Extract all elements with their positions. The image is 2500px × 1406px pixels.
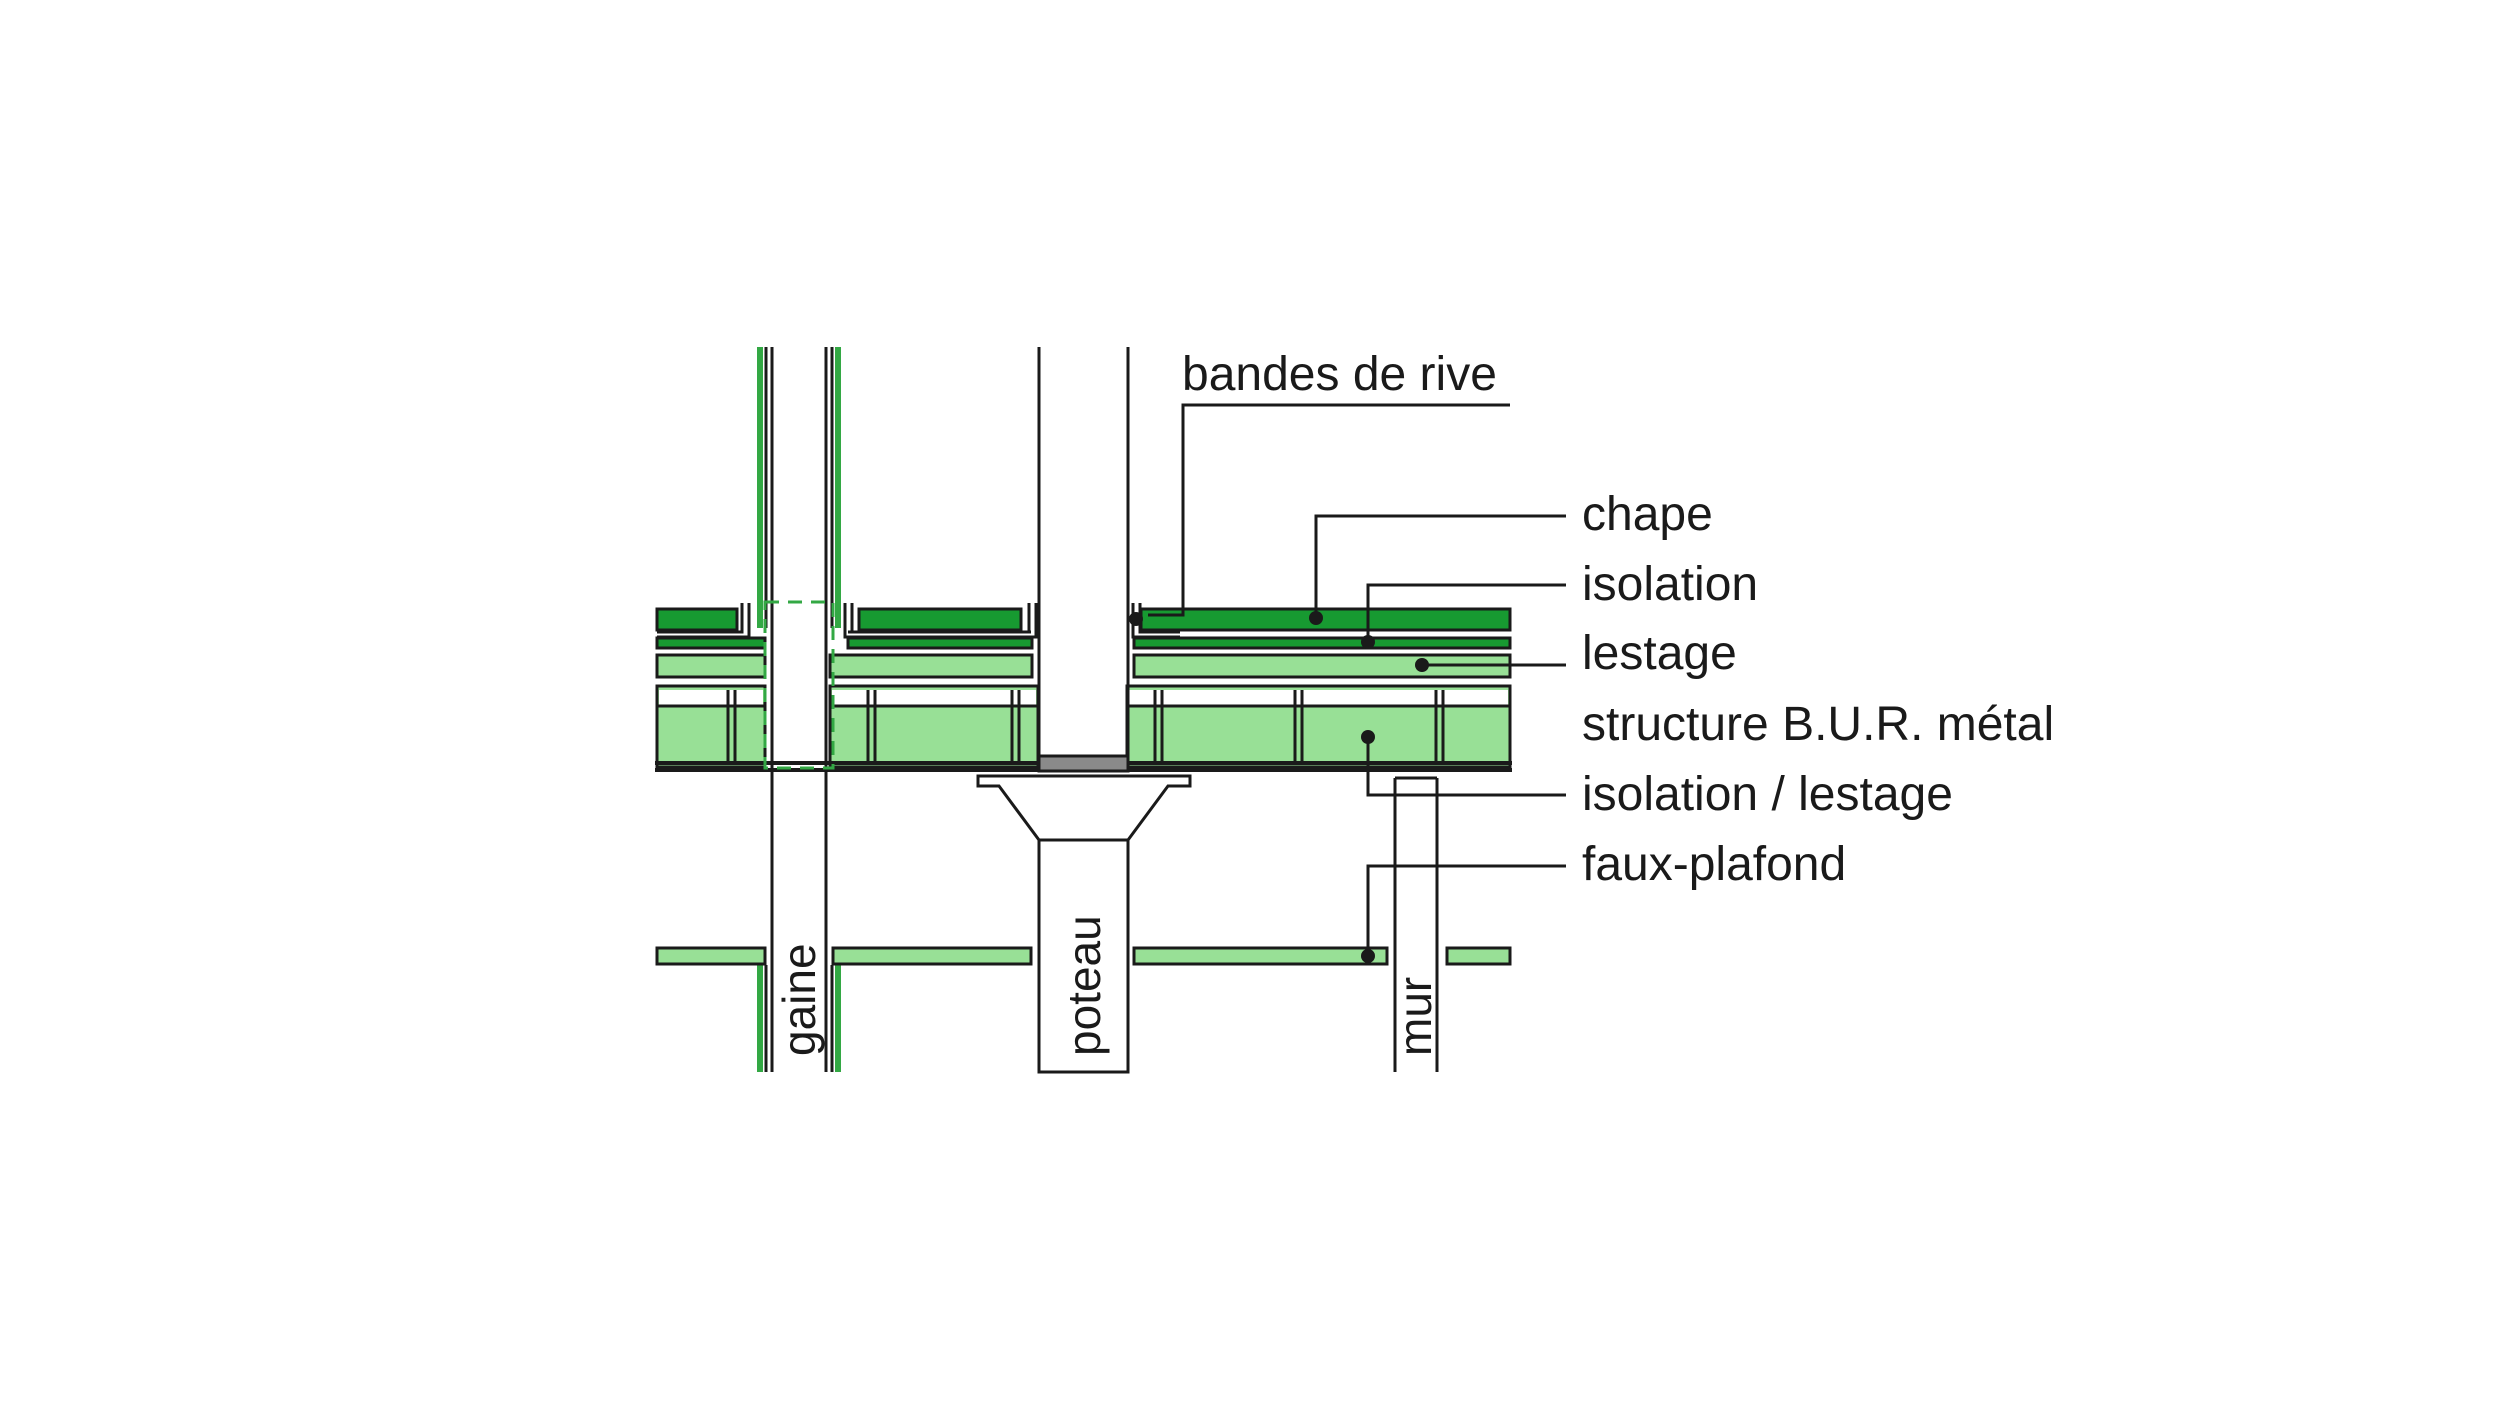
isolation-layer [655,636,1512,650]
label-faux-plafond: faux-plafond [1582,838,1846,891]
label-bandes-de-rive: bandes de rive [1182,348,1497,401]
label-mur: mur [1389,977,1441,1056]
label-isolation: isolation [1582,558,1758,611]
label-gaine: gaine [773,943,825,1056]
label-chape: chape [1582,488,1713,541]
lestage-layer [655,653,1512,679]
mur [1393,776,1439,1072]
bandes-de-rive [657,603,1180,639]
chape-layer [655,607,1512,632]
label-poteau: poteau [1058,915,1110,1056]
label-lestage: lestage [1582,627,1737,680]
labels: bandes de rive chape isolation lestage s… [773,348,2054,1056]
faux-plafond [655,946,1512,966]
gaine [757,347,841,1072]
label-isolation-lestage: isolation / lestage [1582,768,1953,821]
leader-lines [1129,403,1566,963]
poteau [976,347,1192,1074]
label-structure: structure B.U.R. métal [1582,698,2054,751]
